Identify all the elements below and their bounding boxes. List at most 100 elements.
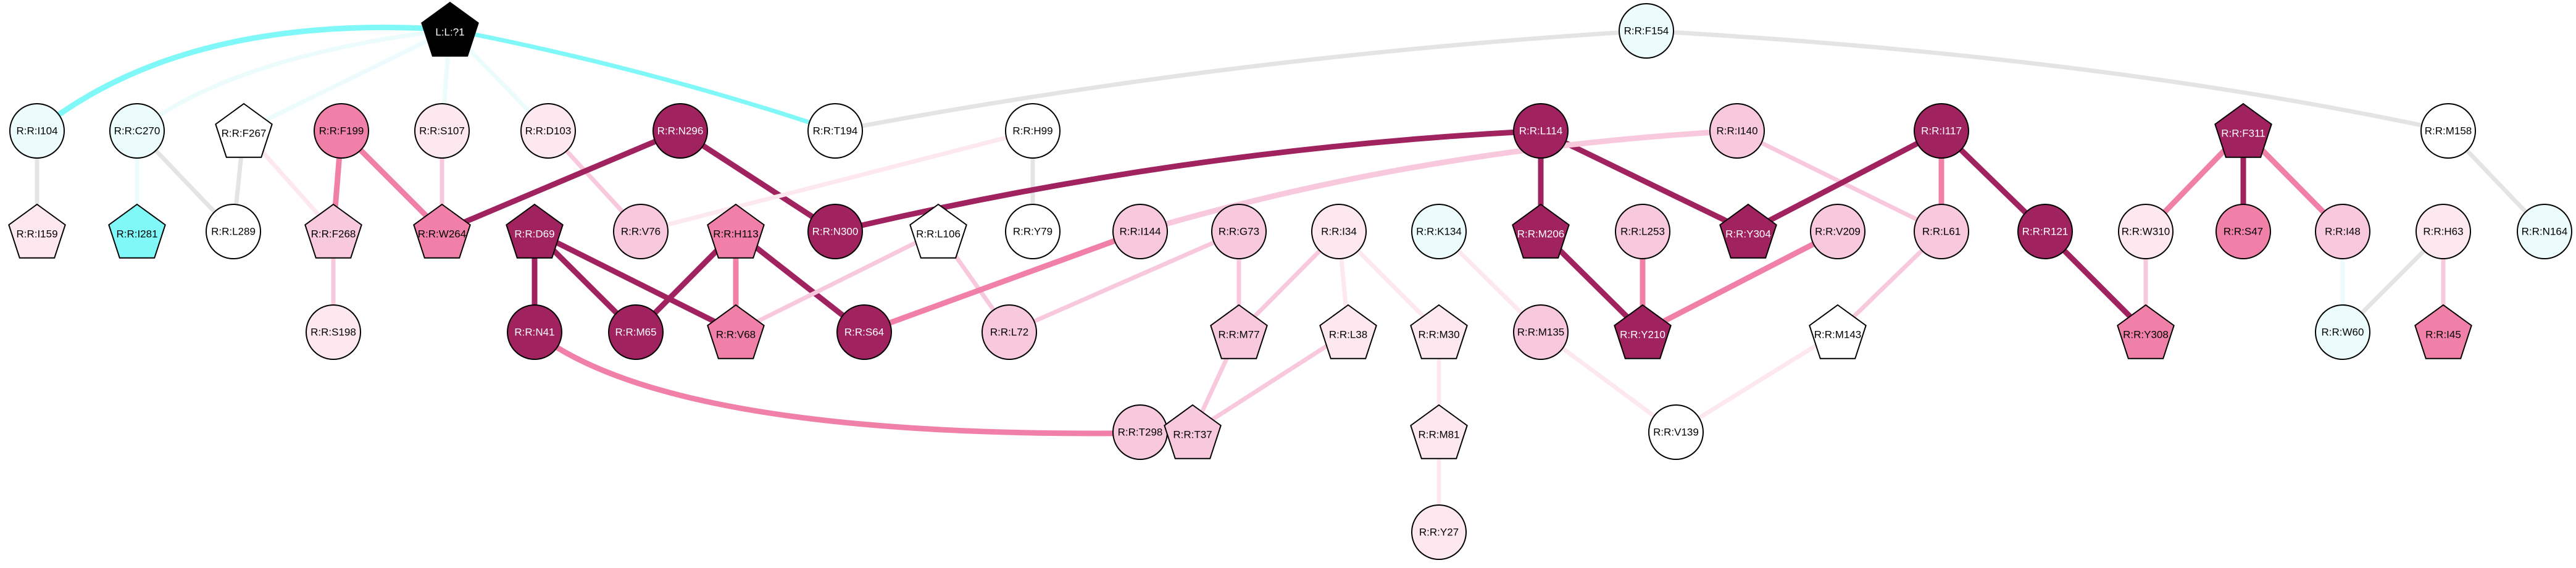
node-r-r-s64[interactable]: R:R:S64 [836, 304, 892, 360]
node-r-r-y210[interactable]: R:R:Y210 [1614, 304, 1672, 359]
node-r-r-m65[interactable]: R:R:M65 [608, 304, 664, 360]
edge-layer [34, 24, 2547, 535]
node-r-r-f199[interactable]: R:R:F199 [314, 103, 369, 159]
node-r-r-v209[interactable]: R:R:V209 [1810, 204, 1865, 259]
node-r-r-f311[interactable]: R:R:F311 [2214, 102, 2272, 158]
node-r-r-n300[interactable]: R:R:N300 [807, 204, 863, 259]
circle-node-shape [2416, 204, 2471, 259]
node-r-r-m143[interactable]: R:R:M143 [1809, 304, 1867, 359]
node-r-r-m158[interactable]: R:R:M158 [2420, 103, 2476, 159]
pentagon-node-shape [1809, 304, 1867, 359]
node-r-r-i159[interactable]: R:R:I159 [8, 203, 66, 259]
pentagon-node-shape [108, 203, 166, 259]
node-r-r-i117[interactable]: R:R:I117 [1914, 103, 1969, 159]
node-r-r-t298[interactable]: R:R:T298 [1112, 404, 1168, 460]
pentagon-node-shape [2214, 102, 2272, 158]
node-label: R:R:T194 [813, 125, 858, 137]
circle-node-shape [652, 103, 708, 159]
node-label: R:R:N300 [812, 226, 859, 238]
node-label: R:R:I281 [116, 228, 157, 240]
edge-r-r-n41-to-r-r-t37 [531, 329, 1196, 436]
node-label: R:R:V76 [621, 226, 661, 238]
node-r-r-n41[interactable]: R:R:N41 [507, 304, 562, 360]
node-r-r-s198[interactable]: R:R:S198 [306, 304, 361, 360]
node-r-r-l38[interactable]: R:R:L38 [1319, 304, 1377, 359]
node-r-r-v68[interactable]: R:R:V68 [707, 304, 765, 359]
node-r-r-v76[interactable]: R:R:V76 [613, 204, 669, 259]
node-r-r-l253[interactable]: R:R:L253 [1615, 204, 1670, 259]
node-r-r-l289[interactable]: R:R:L289 [206, 204, 261, 259]
node-r-r-t194[interactable]: R:R:T194 [807, 103, 863, 159]
node-r-r-y304[interactable]: R:R:Y304 [1719, 203, 1777, 259]
node-label: R:R:C270 [114, 125, 160, 137]
pentagon-node-shape [1410, 304, 1468, 359]
node-label: R:R:T37 [1173, 429, 1212, 441]
node-r-r-g73[interactable]: R:R:G73 [1211, 204, 1267, 259]
edge-r-r-v209-to-r-r-y210 [1640, 228, 1841, 335]
pentagon-node-shape [215, 102, 273, 158]
node-r-r-h63[interactable]: R:R:H63 [2416, 204, 2471, 259]
node-r-r-k134[interactable]: R:R:K134 [1411, 204, 1467, 259]
node-r-r-r121[interactable]: R:R:R121 [2017, 204, 2073, 259]
circle-node-shape [1005, 204, 1061, 259]
node-r-r-h99[interactable]: R:R:H99 [1005, 103, 1061, 159]
node-label: R:R:W60 [2322, 327, 2364, 338]
circle-node-shape [807, 204, 863, 259]
node-label: R:R:M135 [1517, 327, 1565, 338]
node-r-r-y308[interactable]: R:R:Y308 [2117, 304, 2175, 359]
circle-node-shape [982, 304, 1037, 360]
node-r-r-h113[interactable]: R:R:H113 [707, 203, 765, 259]
pentagon-node-shape [8, 203, 66, 259]
node-l-l-1[interactable]: L:L:?1 [421, 1, 479, 57]
node-r-r-i48[interactable]: R:R:I48 [2315, 204, 2370, 259]
node-r-r-m206[interactable]: R:R:M206 [1512, 203, 1570, 259]
edge-r-r-m143-to-r-r-v139 [1674, 330, 1840, 435]
node-label: R:R:S198 [311, 327, 356, 338]
node-r-r-i281[interactable]: R:R:I281 [108, 203, 166, 259]
node-label: R:R:W310 [2122, 226, 2170, 238]
node-r-r-i45[interactable]: R:R:I45 [2414, 304, 2472, 359]
node-r-r-s107[interactable]: R:R:S107 [414, 103, 470, 159]
node-r-r-m81[interactable]: R:R:M81 [1410, 404, 1468, 459]
node-r-r-t37[interactable]: R:R:T37 [1164, 404, 1222, 459]
node-r-r-y79[interactable]: R:R:Y79 [1005, 204, 1061, 259]
node-r-r-i144[interactable]: R:R:I144 [1112, 204, 1168, 259]
node-r-r-l114[interactable]: R:R:L114 [1513, 103, 1569, 159]
node-label: R:R:L38 [1329, 329, 1367, 341]
node-label: R:R:G73 [1219, 226, 1259, 238]
node-r-r-l72[interactable]: R:R:L72 [982, 304, 1037, 360]
node-r-r-n296[interactable]: R:R:N296 [652, 103, 708, 159]
circle-node-shape [608, 304, 664, 360]
circle-node-shape [414, 103, 470, 159]
node-label: R:R:L114 [1519, 125, 1563, 137]
node-r-r-w264[interactable]: R:R:W264 [413, 203, 471, 259]
node-r-r-m30[interactable]: R:R:M30 [1410, 304, 1468, 359]
node-r-r-y27[interactable]: R:R:Y27 [1411, 504, 1467, 560]
circle-node-shape [1513, 103, 1569, 159]
node-r-r-m77[interactable]: R:R:M77 [1210, 304, 1268, 359]
node-r-r-f267[interactable]: R:R:F267 [215, 102, 273, 158]
circle-node-shape [1411, 204, 1467, 259]
node-label: R:R:I144 [1119, 226, 1161, 238]
node-r-r-c270[interactable]: R:R:C270 [109, 103, 165, 159]
node-r-r-f154[interactable]: R:R:F154 [1619, 3, 1674, 59]
node-r-r-l61[interactable]: R:R:L61 [1914, 204, 1969, 259]
node-r-r-l106[interactable]: R:R:L106 [909, 203, 967, 259]
node-r-r-m135[interactable]: R:R:M135 [1513, 304, 1569, 360]
node-r-r-f268[interactable]: R:R:F268 [304, 203, 362, 259]
node-label: R:R:L289 [211, 226, 256, 238]
edge-r-r-f154-to-r-r-t194 [833, 28, 1649, 133]
node-r-r-i34[interactable]: R:R:I34 [1311, 204, 1367, 259]
node-r-r-i104[interactable]: R:R:I104 [9, 103, 65, 159]
node-r-r-n164[interactable]: R:R:N164 [2517, 204, 2572, 259]
node-r-r-w60[interactable]: R:R:W60 [2315, 304, 2370, 360]
node-r-r-w310[interactable]: R:R:W310 [2118, 204, 2174, 259]
pentagon-node-shape [1210, 304, 1268, 359]
node-r-r-s47[interactable]: R:R:S47 [2215, 204, 2271, 259]
node-r-r-d69[interactable]: R:R:D69 [506, 203, 564, 259]
node-label: R:R:H99 [1012, 125, 1052, 137]
node-r-r-d103[interactable]: R:R:D103 [520, 103, 576, 159]
node-r-r-v139[interactable]: R:R:V139 [1648, 404, 1704, 460]
node-r-r-i140[interactable]: R:R:I140 [1709, 103, 1765, 159]
